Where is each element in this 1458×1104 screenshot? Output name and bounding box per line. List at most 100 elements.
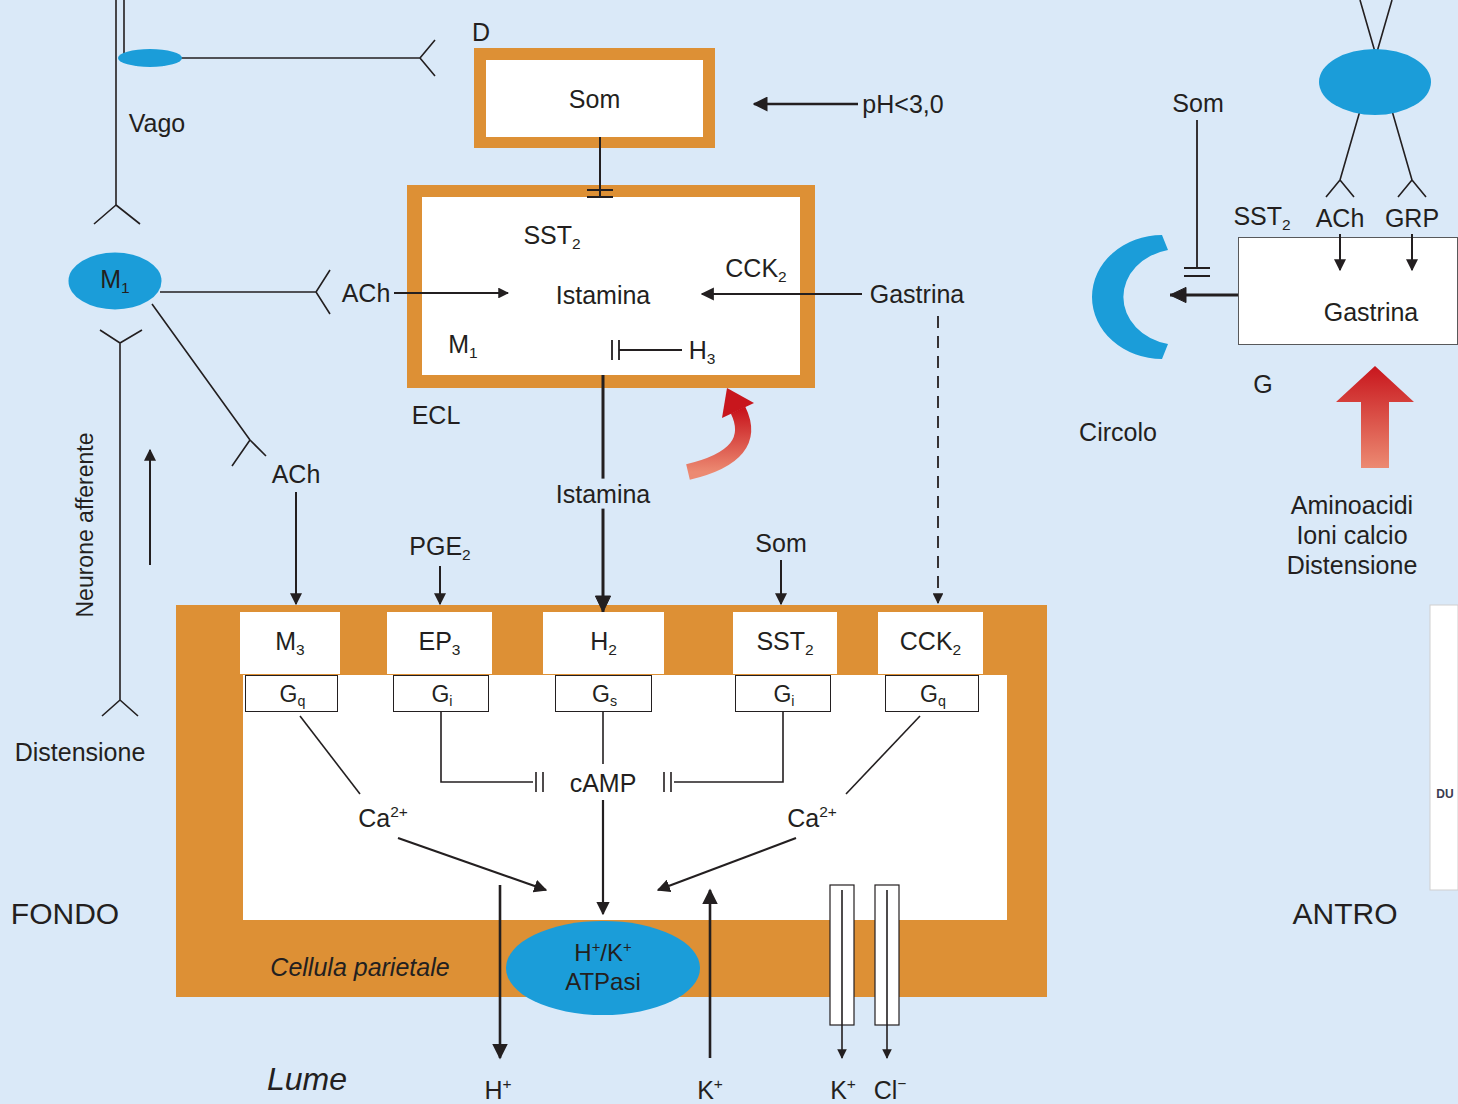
signal-arrow	[1411, 234, 1413, 270]
text-run: 3	[707, 350, 716, 367]
text-run: H	[689, 336, 707, 364]
text-run: Neurone afferente	[72, 433, 98, 618]
node-text: Gq	[920, 680, 946, 708]
text-run: Gastrina	[870, 280, 964, 308]
signal-arrow	[702, 293, 862, 295]
messenger-label: cAMP	[570, 769, 637, 798]
pathway-line	[602, 712, 604, 764]
text-run: q	[297, 692, 305, 708]
text-run: G	[592, 680, 610, 706]
enteric-ganglion	[1319, 49, 1431, 115]
g-cell-box: GastrinaG	[1238, 237, 1458, 345]
text-run: SST	[1233, 202, 1282, 230]
text-run: SST	[756, 627, 805, 655]
ion-label: K+	[697, 1075, 723, 1104]
node-text: H+/K+ ATPasi	[547, 939, 659, 997]
page-strip	[1430, 605, 1458, 890]
receptor-box: H2	[543, 612, 664, 674]
ion-label: H+	[484, 1075, 511, 1104]
signal-arrow	[754, 103, 858, 106]
text-run: 3	[452, 641, 461, 658]
signal-arrow	[780, 560, 782, 604]
text-run: PGE	[409, 532, 462, 560]
text-run: M	[100, 265, 121, 293]
text-run: Som	[569, 84, 620, 112]
text-run: 2	[462, 546, 471, 563]
text-run: Distensione	[15, 738, 146, 766]
crescent-outline	[1090, 232, 1170, 362]
hormone-label: Gastrina	[870, 280, 964, 309]
synapse-fork	[94, 205, 140, 224]
pathway-arrow	[658, 838, 796, 890]
text-run: 1	[121, 279, 130, 296]
nerve-ending	[160, 270, 330, 314]
text-run: 2+	[390, 803, 408, 820]
stimulus-arrow	[1336, 366, 1414, 468]
inhibition-head	[587, 190, 613, 197]
arrow-head	[595, 596, 610, 612]
text-run: Istamina	[556, 281, 650, 309]
node-label: M1	[448, 330, 477, 361]
cell-outline: ECLSST2CCK2IstaminaM1H3	[407, 185, 815, 388]
receptor-box: EP3	[387, 612, 492, 674]
text-run: 2	[953, 641, 962, 658]
g-protein-box: Gq	[245, 675, 338, 712]
nerve-label: Neurone afferente	[72, 433, 98, 618]
g-protein-box: Gs	[555, 675, 652, 712]
text-run: q	[938, 692, 946, 708]
text-run: DU	[1436, 787, 1453, 801]
text-run: 2	[1282, 216, 1291, 233]
dashed-arrow	[937, 316, 939, 603]
g-protein-box: Gi	[735, 675, 831, 712]
signal-arrow	[149, 450, 151, 565]
ellipse-outline	[505, 920, 701, 1016]
text-run: M	[448, 330, 469, 358]
pathway-arrow	[602, 800, 604, 914]
g-protein-box: Gq	[885, 675, 979, 712]
text-run: M	[275, 627, 296, 655]
regulation-wiring	[440, 104, 938, 604]
connector-group	[1170, 287, 1238, 302]
text-run: FONDO	[11, 897, 119, 930]
text-run: Cellula parietale	[270, 953, 449, 981]
text-run: H	[590, 627, 608, 655]
transmitter-label: ACh	[342, 279, 391, 308]
cell-core: Som	[486, 60, 703, 137]
nerve-ending	[1326, 180, 1426, 197]
inhibition-line	[664, 712, 783, 792]
feedback-arrow	[688, 410, 743, 472]
text-run: Ca	[787, 804, 819, 832]
text-run: Cl	[874, 1076, 898, 1104]
nerve-ending	[152, 304, 266, 466]
signal-arrow	[394, 292, 508, 294]
circulation-symbol: Circolo	[1090, 232, 1170, 362]
text-run: −	[897, 1075, 906, 1092]
text-run: cAMP	[570, 769, 637, 797]
text-run: G	[773, 680, 791, 706]
node-text: SST2	[756, 627, 813, 658]
text-run: G	[920, 680, 938, 706]
node-label: H3	[689, 336, 716, 367]
text-run: +	[503, 1075, 512, 1092]
text-run: Lume	[267, 1061, 347, 1097]
receptor-box: M3	[240, 612, 340, 674]
node-text: Gq	[280, 680, 306, 708]
signal-arrow	[1339, 234, 1341, 270]
transmitter-label: ACh	[1316, 204, 1365, 233]
text-run: GRP	[1385, 204, 1439, 232]
node-label: Istamina	[556, 281, 650, 310]
text-run: Aminoacidi Ioni calcio Distensione	[1287, 491, 1418, 579]
node-label: CCK2	[725, 254, 786, 285]
text-run: ACh	[1316, 204, 1365, 232]
text-run: Som	[755, 529, 806, 557]
node-text: CCK2	[900, 627, 961, 658]
inhibition-line	[441, 712, 543, 792]
cell-signalling	[300, 712, 920, 1058]
ellipse-fill	[68, 253, 161, 310]
ion-flow-arrow	[886, 890, 888, 1058]
messenger-label: Ca2+	[787, 803, 837, 832]
pump-ellipse: H+/K+ ATPasi	[505, 920, 701, 1016]
region-label: Lume	[267, 1061, 347, 1098]
